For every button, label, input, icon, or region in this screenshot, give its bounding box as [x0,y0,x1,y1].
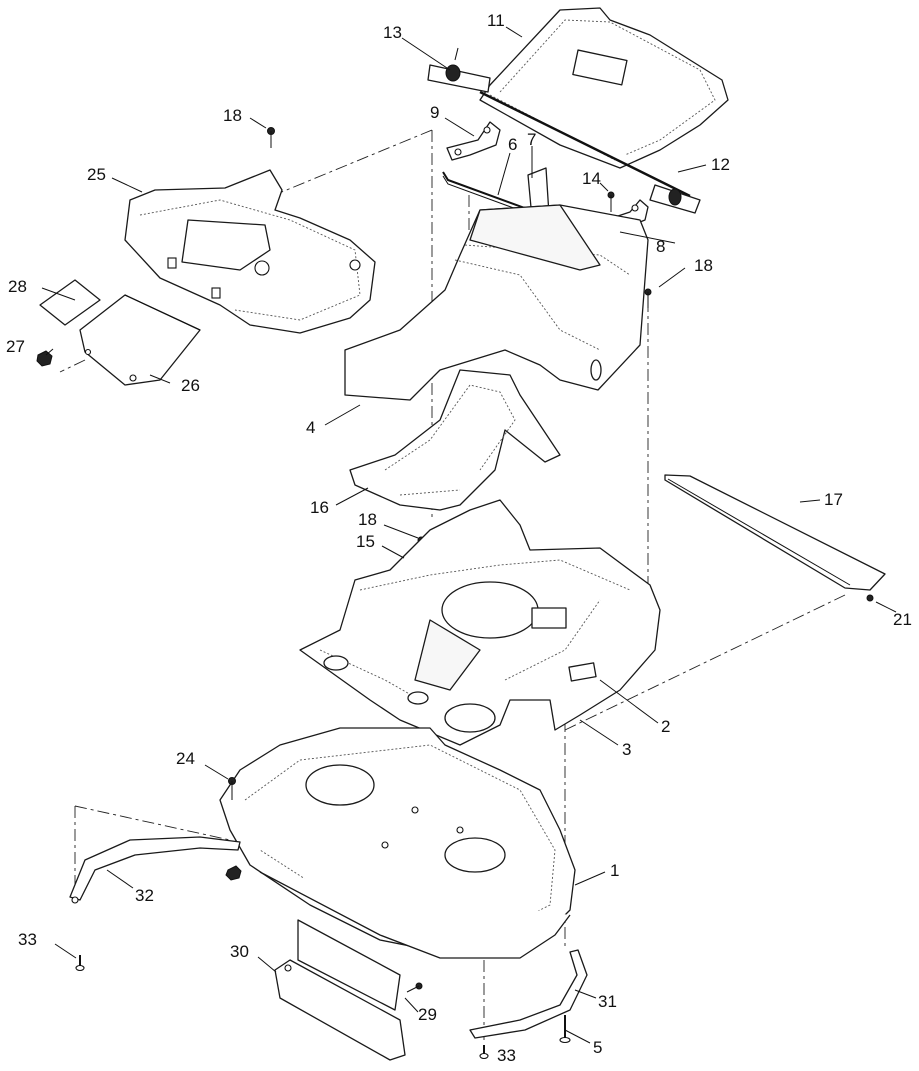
callout-15: 15 [356,532,375,551]
baffle-part-30 [274,919,406,1061]
callout-3: 3 [622,740,631,759]
spring-part-13 [427,47,491,93]
callout-27: 27 [6,337,25,356]
cover-plate-part-26 [79,294,201,386]
screw-part-18-top-left [267,127,275,148]
mower-deck-part-1 [219,727,576,959]
bolt-part-5 [559,1015,571,1044]
trim-strip-part-17 [664,474,886,591]
callout-29: 29 [418,1005,437,1024]
callout-1: 1 [610,861,619,880]
callout-9: 9 [430,103,439,122]
callout-5: 5 [593,1038,602,1057]
seat-base-part-4 [344,204,649,401]
callout-31: 31 [598,992,617,1011]
spring-part-12 [649,184,701,214]
callout-24: 24 [176,749,195,768]
callout-18-top: 18 [223,106,242,125]
callout-25: 25 [87,165,106,184]
callout-30: 30 [230,942,249,961]
footrest-part-16 [349,369,561,511]
callout-7: 7 [527,130,536,149]
callout-12: 12 [711,155,730,174]
callout-18-mid: 18 [358,510,377,529]
main-frame-part-3 [299,499,661,746]
callout-2: 2 [661,717,670,736]
belt-guard-part-31 [469,949,588,1039]
callout-8: 8 [656,237,665,256]
screw-part-29 [406,982,423,993]
callout-14: 14 [582,169,601,188]
callout-11: 11 [487,11,505,30]
callout-28: 28 [8,277,27,296]
nut-deck-left [225,865,242,881]
callout-17: 17 [824,490,843,509]
seat-pivot-rod [479,90,691,198]
screw-part-14 [607,191,615,212]
belt-guard-part-32 [69,836,241,904]
callout-4: 4 [306,418,315,437]
leader-lines [41,26,897,1044]
callout-6: 6 [508,135,517,154]
seat-pan-part-11 [479,7,729,169]
callout-16: 16 [310,498,329,517]
bolt-part-33-left [75,955,85,972]
screw-part-18-right [644,288,652,308]
callout-18-right: 18 [694,256,713,275]
decal-part-28 [39,279,101,326]
callout-26: 26 [181,376,200,395]
seat-bracket-part-9 [446,121,501,161]
callout-21: 21 [893,610,912,629]
screw-part-24 [228,777,236,800]
callout-labels: 11 13 12 9 6 7 14 8 18 25 18 28 27 26 4 … [6,11,912,1065]
fender-part-25 [124,169,376,334]
callout-32: 32 [135,886,154,905]
callout-33-bottom: 33 [497,1046,516,1065]
callout-13: 13 [383,23,402,42]
bolt-part-33-bottom [479,1045,489,1060]
nut-part-27 [36,350,53,367]
callout-33-left: 33 [18,930,37,949]
screw-part-21 [866,594,874,602]
